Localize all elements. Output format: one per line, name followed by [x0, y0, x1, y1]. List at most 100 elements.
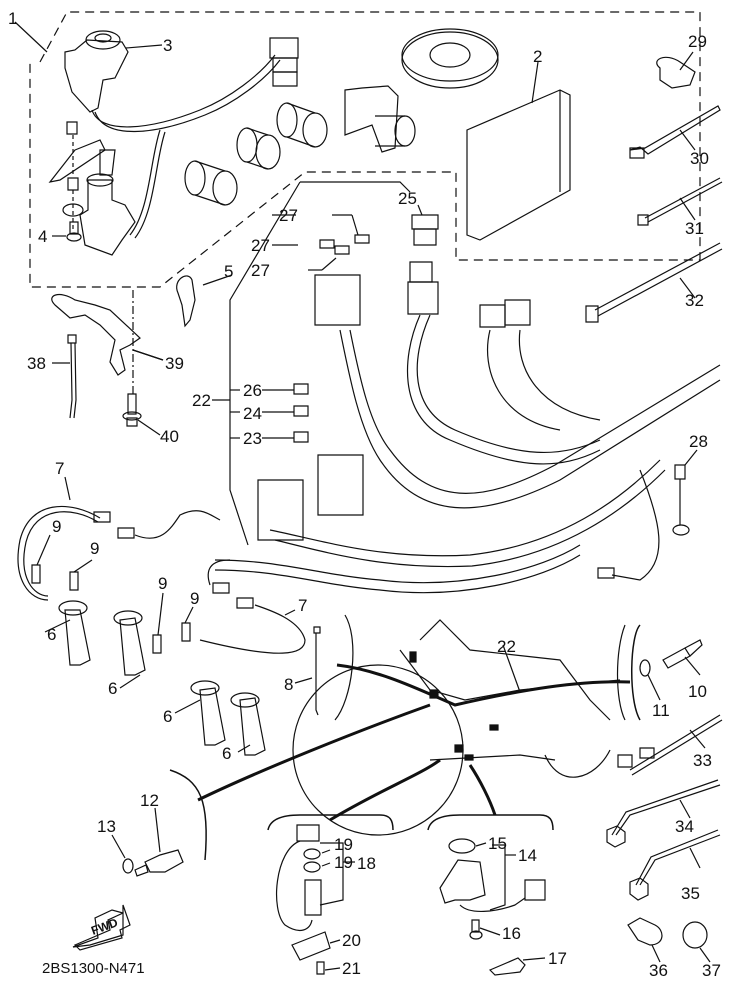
callout-27: 27	[279, 206, 298, 225]
band-32-icon	[586, 243, 722, 322]
callout-38: 38	[27, 354, 46, 373]
callout-15: 15	[488, 834, 507, 853]
gasket-11-icon	[640, 660, 650, 676]
band-35-icon	[630, 830, 720, 900]
callout-6: 6	[222, 744, 232, 763]
multi-connector-icon	[270, 38, 298, 86]
callout-6: 6	[108, 679, 118, 698]
fuse-25-icon	[412, 215, 438, 245]
callout-11: 11	[652, 701, 670, 720]
ecu-unit-icon	[467, 90, 570, 240]
callout-30: 30	[690, 149, 709, 168]
callout-14: 14	[518, 846, 537, 865]
callout-29: 29	[688, 32, 707, 51]
band-31-icon	[638, 178, 722, 225]
callout-19: 19	[334, 853, 353, 872]
cable-tie-8-icon	[314, 627, 320, 715]
motorcycle-outline-icon	[293, 615, 625, 835]
main-switch-set-group-outline	[30, 12, 700, 287]
callout-2: 2	[533, 47, 543, 66]
fuse-icons	[294, 384, 308, 442]
bolt-9-icons	[32, 565, 190, 653]
lock-cylinder-icon	[185, 103, 327, 205]
clamp-37-icon	[683, 922, 707, 948]
speed-sensor-icon	[440, 839, 545, 911]
fuse-27-icons	[320, 235, 369, 254]
band-33-icon	[618, 715, 722, 775]
callout-16: 16	[502, 924, 521, 943]
callout-8: 8	[284, 675, 294, 694]
callout-9: 9	[190, 589, 200, 608]
main-switch-icon	[65, 31, 162, 112]
callout-13: 13	[97, 817, 116, 836]
leader-1	[15, 22, 47, 52]
callout-28: 28	[689, 432, 708, 451]
callout-22: 22	[497, 637, 516, 656]
callout-37: 37	[702, 961, 721, 980]
callout-39: 39	[165, 354, 184, 373]
callout-35: 35	[681, 884, 700, 903]
callout-21: 21	[342, 959, 361, 978]
callout-31: 31	[685, 219, 704, 238]
bolt-16-icon	[470, 920, 482, 939]
callout-33: 33	[693, 751, 712, 770]
clamp-36-icon	[628, 918, 662, 945]
forward-direction-arrow-icon: FWD	[73, 905, 130, 950]
callout-22: 22	[192, 391, 211, 410]
callout-25: 25	[398, 189, 417, 208]
callout-17: 17	[548, 949, 567, 968]
fuse-box-icon	[315, 262, 438, 325]
callout-24: 24	[243, 404, 262, 423]
callout-34: 34	[675, 817, 694, 836]
clamp-29-icon	[657, 57, 695, 88]
callout-6: 6	[163, 707, 173, 726]
callout-27: 27	[251, 236, 270, 255]
callout-40: 40	[160, 427, 179, 446]
seat-lock-icon	[345, 86, 415, 152]
harness-route-icon	[198, 665, 630, 820]
holder-39-icon	[52, 295, 140, 375]
callout-9: 9	[90, 539, 100, 558]
bolt-40-icon	[123, 394, 141, 426]
neutral-switch-icon	[135, 850, 183, 876]
fuel-tank-cap-icon	[402, 29, 498, 88]
callout-19: 19	[334, 835, 353, 854]
band-34-icon	[607, 780, 720, 847]
spark-plug-icon	[663, 640, 702, 668]
callout-27: 27	[251, 261, 270, 280]
harness-connector-marks	[410, 652, 498, 760]
callout-9: 9	[52, 517, 62, 536]
callout-7: 7	[55, 459, 65, 478]
blank-key-icon	[177, 276, 195, 326]
callout-10: 10	[688, 682, 707, 701]
callout-1: 1	[8, 9, 18, 28]
clamp-17-icon	[490, 958, 525, 975]
callout-3: 3	[163, 36, 173, 55]
crank-sensor-icon	[277, 825, 330, 974]
callout-7: 7	[298, 596, 308, 615]
callout-6: 6	[47, 625, 57, 644]
fwd-label: FWD	[89, 915, 120, 938]
callout-5: 5	[224, 262, 234, 281]
harness-22-bracket	[230, 182, 300, 545]
callout-32: 32	[685, 291, 704, 310]
callout-4: 4	[38, 227, 48, 246]
callout-18: 18	[357, 854, 376, 873]
switch-wire-icon	[92, 55, 275, 127]
bolt-28-icon	[673, 465, 689, 535]
sub-lead-icons	[18, 506, 305, 653]
ignition-coil-icons	[59, 601, 265, 755]
drawing-code: 2BS1300-N471	[42, 960, 145, 977]
band-30-icon	[630, 106, 720, 158]
ignition-lock-icon	[50, 122, 135, 255]
gasket-13-icon	[123, 859, 133, 873]
relay-icons	[258, 455, 363, 540]
callout-9: 9	[158, 574, 168, 593]
callout-23: 23	[243, 429, 262, 448]
band-38-icon	[68, 335, 76, 418]
bolt-4-icon	[67, 222, 81, 241]
callout-26: 26	[243, 381, 262, 400]
callout-20: 20	[342, 931, 361, 950]
callout-36: 36	[649, 961, 668, 980]
